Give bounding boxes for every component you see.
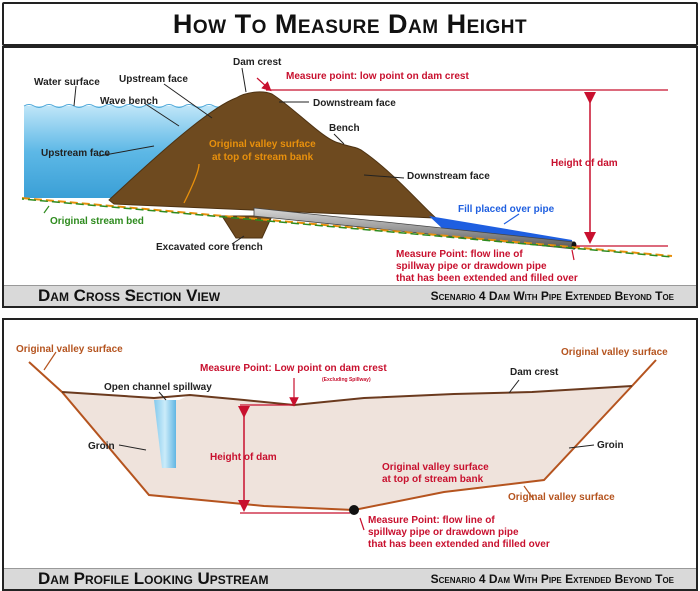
diagram-stroke: [163, 83, 213, 119]
diagram-stroke: [158, 391, 167, 401]
cross-section-footer-scenario: Scenario 4 Dam With Pipe Extended Beyond…: [430, 289, 674, 303]
label-groin-right: Groin: [597, 440, 624, 451]
diagram-stroke: [333, 133, 345, 145]
cross-section-panel: Water surface Upstream face Dam crest Me…: [2, 46, 698, 308]
diagram-stroke: [571, 249, 575, 261]
label-upstream-face-left: Upstream face: [41, 148, 110, 159]
page-title: How To Measure Dam Height: [2, 2, 698, 46]
fill-over-pipe: [429, 216, 572, 244]
label-downstream-face-top: Downstream face: [313, 98, 396, 109]
label-measure-low-point: Measure Point: Low point on dam crest: [200, 363, 387, 374]
dam-profile-fill: [62, 386, 632, 510]
label-fill-over-pipe: Fill placed over pipe: [458, 204, 555, 215]
diagram-stroke: [21, 198, 673, 258]
diagram-stroke: [508, 379, 520, 394]
label-measure-flow-1: Measure Point: flow line of: [396, 249, 523, 260]
label-valley-top-bank-1: Original valley surface: [382, 462, 489, 473]
label-valley-surface-right: Original valley surface: [561, 347, 668, 358]
diagram-stroke: [98, 145, 155, 157]
label-open-channel-spillway: Open channel spillway: [104, 382, 212, 393]
diagram-stroke: [231, 235, 245, 245]
dam-embankment: [108, 91, 438, 219]
label-water-surface: Water surface: [34, 77, 100, 88]
label-upstream-face-top: Upstream face: [119, 74, 188, 85]
diagram-stroke: [503, 213, 520, 225]
label-valley-surface-left: Original valley surface: [16, 344, 123, 355]
spillway-water: [154, 400, 176, 468]
label-wave-bench: Wave bench: [100, 96, 158, 107]
profile-footer-title: Dam Profile Looking Upstream: [38, 569, 269, 588]
label-core-trench: Excavated core trench: [156, 242, 263, 253]
diagram-stroke: [523, 485, 535, 501]
label-valley-surface-low: Original valley surface: [508, 492, 615, 503]
profile-footer-scenario: Scenario 4 Dam With Pipe Extended Beyond…: [430, 572, 674, 586]
diagram-stroke: [568, 444, 595, 449]
diagram-stroke: [73, 85, 77, 107]
label-dam-crest: Dam crest: [510, 367, 559, 378]
diagram-stroke: [363, 174, 405, 179]
profile-diagram: Original valley surface Original valley …: [16, 344, 668, 550]
diagram-stroke: [118, 444, 147, 451]
label-measure-low-point: Measure point: low point on dam crest: [286, 71, 469, 82]
label-measure-flow-2: spillway pipe or drawdown pipe: [368, 527, 519, 538]
profile-footer: Dam Profile Looking Upstream Scenario 4 …: [4, 568, 696, 589]
water-surface-wave: [23, 104, 235, 108]
profile-panel: Original valley surface Original valley …: [2, 318, 698, 591]
label-stream-bed: Original stream bed: [50, 216, 144, 227]
cross-section-footer: Dam Cross Section View Scenario 4 Dam Wi…: [4, 285, 696, 306]
label-measure-flow-3: that has been extended and filled over: [368, 539, 550, 550]
pipe-outlet-circle: [349, 505, 359, 515]
original-stream-bed: [21, 197, 673, 257]
diagram-stroke: [43, 351, 57, 371]
label-groin-left: Groin: [88, 441, 115, 452]
label-valley-top-bank-2: at top of stream bank: [382, 474, 484, 485]
label-valley-surface-2: at top of stream bank: [212, 152, 314, 163]
diagram-stroke: [43, 205, 50, 214]
diagram-stroke: [241, 67, 247, 93]
reservoir-water: [24, 106, 234, 198]
label-dam-crest: Dam crest: [233, 57, 282, 68]
label-measure-flow-3: that has been extended and filled over: [396, 273, 578, 284]
diagram-stroke: [256, 77, 272, 92]
cross-section-footer-title: Dam Cross Section View: [38, 286, 221, 305]
label-bench: Bench: [329, 123, 360, 134]
label-valley-surface-1: Original valley surface: [209, 139, 316, 150]
label-downstream-face-right: Downstream face: [407, 171, 490, 182]
label-height-of-dam: Height of dam: [551, 158, 618, 169]
diagram-stroke: [143, 102, 180, 127]
label-measure-flow-2: spillway pipe or drawdown pipe: [396, 261, 547, 272]
label-height-of-dam: Height of dam: [210, 452, 277, 463]
label-measure-flow-1: Measure Point: flow line of: [368, 515, 495, 526]
diagram-stroke: [359, 517, 365, 531]
label-excluding-spillway: (Excluding Spillway): [322, 377, 371, 383]
cross-section-diagram: Water surface Upstream face Dam crest Me…: [21, 57, 673, 284]
diagram-stroke: [183, 163, 200, 204]
